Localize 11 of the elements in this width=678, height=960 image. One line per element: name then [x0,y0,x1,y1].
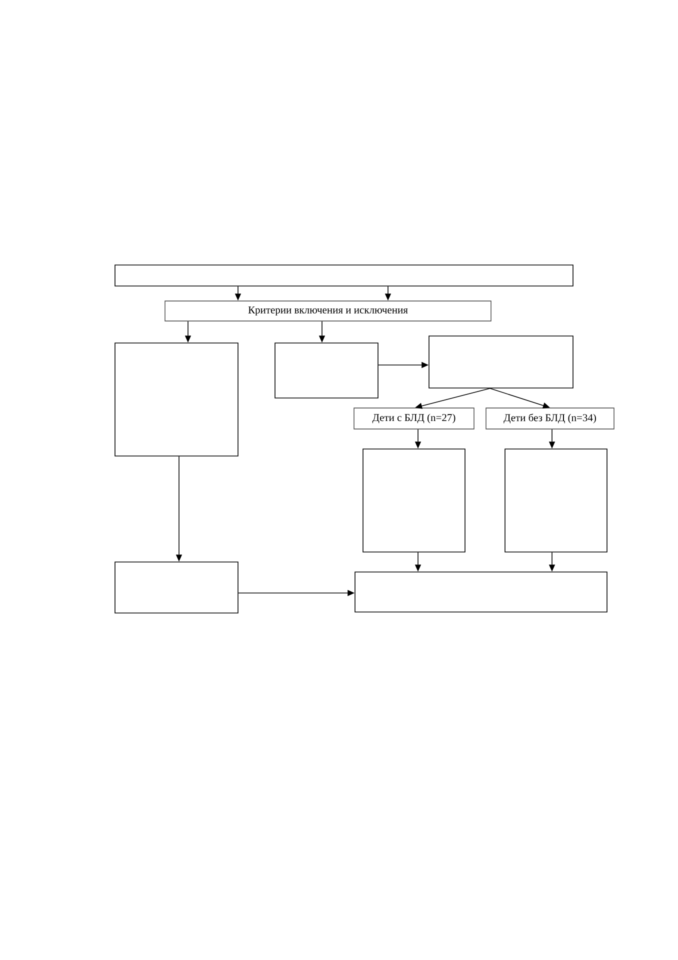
process-box [274,342,378,398]
process-box [362,448,466,552]
process-box [114,264,574,286]
group-box: Дети с БЛД (n=27) [354,408,474,430]
process-box [114,562,238,614]
process-box [354,572,608,612]
process-box [504,448,608,552]
group-box: Дети без БЛД (n=34) [486,408,614,430]
process-box [114,342,238,456]
group-box: Критерии включения и исключения [164,300,492,322]
process-box [428,336,574,388]
